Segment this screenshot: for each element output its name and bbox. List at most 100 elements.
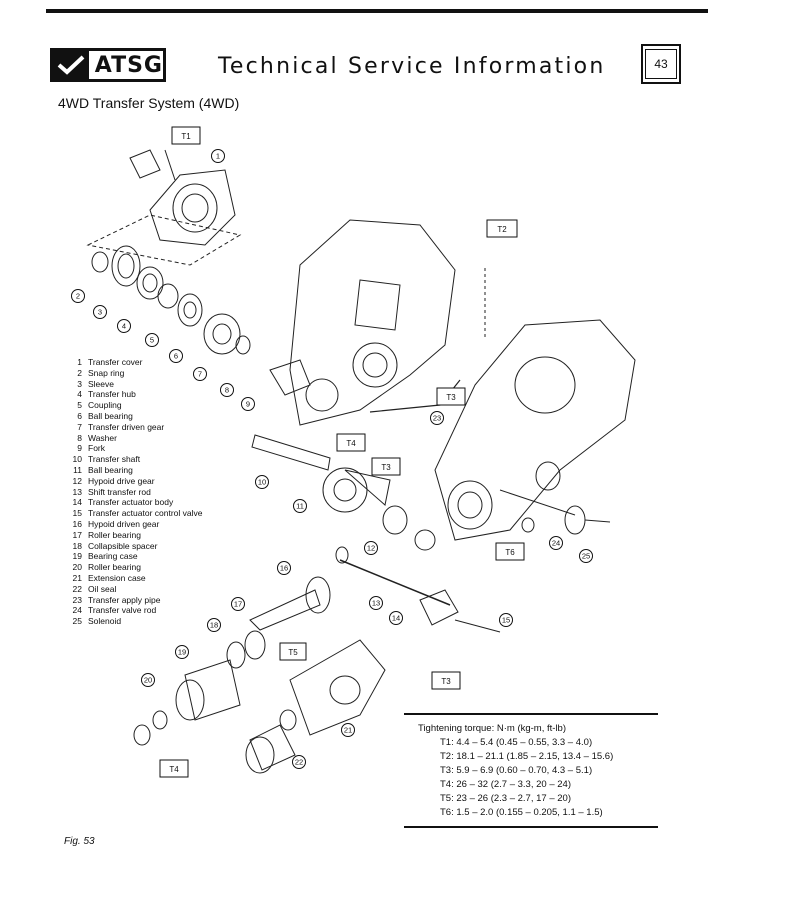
part-number-circle bbox=[292, 755, 306, 769]
part-number-circle bbox=[207, 618, 221, 632]
legend-name: Transfer actuator control valve bbox=[88, 508, 203, 519]
part-number-circle bbox=[364, 541, 378, 555]
part-number-label: 24 bbox=[552, 539, 560, 548]
part-number-circle bbox=[369, 596, 383, 610]
legend-number: 1 bbox=[77, 357, 82, 367]
part-number-circle bbox=[117, 319, 131, 333]
legend-number: 2 bbox=[77, 367, 82, 378]
part-number-label: 13 bbox=[372, 599, 380, 608]
legend-number: 21 bbox=[72, 572, 82, 583]
legend-number: 14 bbox=[72, 497, 82, 508]
part-number-label: 6 bbox=[174, 352, 178, 361]
legend-number: 16 bbox=[72, 518, 82, 529]
legend-name: Shift transfer rod bbox=[88, 486, 151, 497]
legend-number: 11 bbox=[73, 464, 82, 475]
legend-name: Transfer driven gear bbox=[88, 421, 165, 432]
page-number-box: 43 bbox=[641, 44, 681, 84]
part-number-label: 17 bbox=[234, 600, 242, 609]
legend-name: Transfer cover bbox=[88, 357, 143, 367]
legend-name: Extension case bbox=[88, 572, 146, 583]
part-number-label: 23 bbox=[433, 414, 441, 423]
page-number: 43 bbox=[645, 49, 677, 79]
legend-item: 1 Transfer cover bbox=[66, 357, 202, 368]
legend-name: Coupling bbox=[88, 400, 122, 411]
part-number-circle bbox=[341, 723, 355, 737]
figure-label: Fig. 53 bbox=[64, 836, 95, 847]
torque-heading: Tightening torque: N·m (kg-m, ft-lb) bbox=[418, 723, 566, 734]
part-number-label: 1 bbox=[216, 152, 220, 161]
right-housing-shape bbox=[434, 319, 636, 541]
callout-t4-center: T4 bbox=[346, 439, 356, 448]
callout-t3-lower: T3 bbox=[441, 677, 451, 686]
part-number-label: 10 bbox=[258, 478, 266, 487]
legend-name: Solenoid bbox=[88, 616, 122, 627]
part-number-label: 7 bbox=[198, 370, 202, 379]
callout-t5: T5 bbox=[288, 648, 298, 657]
callout-t4-lower: T4 bbox=[169, 765, 179, 774]
part-number-circle bbox=[71, 289, 85, 303]
part-number-circle bbox=[255, 475, 269, 489]
part-number-label: 18 bbox=[210, 621, 218, 630]
part-number-circle bbox=[293, 499, 307, 513]
legend-number: 25 bbox=[72, 616, 82, 627]
torque-row: T1: 4.4 – 5.4 (0.45 – 0.55, 3.3 – 4.0) bbox=[440, 737, 593, 748]
torque-row: T5: 23 – 26 (2.3 – 2.7, 17 – 20) bbox=[440, 793, 571, 804]
legend-item: 21 Extension case bbox=[66, 573, 202, 584]
legend-item: 8 Washer bbox=[66, 433, 202, 444]
part-number-circle bbox=[175, 645, 189, 659]
legend-name: Oil seal bbox=[88, 583, 117, 594]
part-number-circle bbox=[241, 397, 255, 411]
atsg-logo: ATSG bbox=[50, 48, 166, 82]
part-number-label: 15 bbox=[502, 616, 510, 625]
legend-item: 5 Coupling bbox=[66, 400, 202, 411]
legend-name: Fork bbox=[88, 443, 105, 454]
legend-number: 22 bbox=[72, 583, 82, 594]
checkmark-icon bbox=[53, 51, 89, 79]
part-number-label: 21 bbox=[344, 726, 352, 735]
legend-name: Transfer hub bbox=[88, 389, 136, 400]
part-number-circle bbox=[430, 411, 444, 425]
part-number-label: 8 bbox=[225, 386, 229, 395]
part-number-circle bbox=[141, 673, 155, 687]
legend-name: Ball bearing bbox=[88, 464, 133, 475]
transfer-cover-shape bbox=[149, 169, 236, 246]
legend-name: Snap ring bbox=[88, 367, 125, 378]
part-number-label: 12 bbox=[367, 544, 375, 553]
legend-number: 23 bbox=[72, 594, 82, 605]
legend-number: 6 bbox=[77, 410, 82, 421]
legend-number: 9 bbox=[77, 443, 82, 454]
legend-name: Roller bearing bbox=[88, 562, 141, 573]
legend-item: 2 Snap ring bbox=[66, 368, 202, 379]
legend-number: 24 bbox=[72, 605, 82, 616]
legend-item: 13 Shift transfer rod bbox=[66, 487, 202, 498]
part-number-label: 3 bbox=[98, 308, 102, 317]
legend-number: 7 bbox=[77, 421, 82, 432]
part-number-label: 5 bbox=[150, 336, 154, 345]
legend-name: Transfer valve rod bbox=[88, 605, 157, 616]
legend-number: 13 bbox=[72, 486, 82, 497]
legend-number: 20 bbox=[72, 562, 82, 573]
top-rule bbox=[46, 9, 708, 13]
part-number-label: 20 bbox=[144, 676, 152, 685]
part-number-label: 25 bbox=[582, 552, 590, 561]
torque-row: T6: 1.5 – 2.0 (0.155 – 0.205, 1.1 – 1.5) bbox=[440, 807, 603, 818]
legend-number: 5 bbox=[77, 400, 82, 411]
part-number-circle bbox=[193, 367, 207, 381]
legend-name: Bearing case bbox=[88, 551, 138, 562]
legend-name: Washer bbox=[88, 432, 117, 443]
section-title: 4WD Transfer System (4WD) bbox=[58, 95, 240, 111]
part-number-label: 4 bbox=[122, 322, 126, 331]
legend-number: 8 bbox=[77, 432, 82, 443]
part-number-label: 19 bbox=[178, 648, 186, 657]
legend-item: 7 Transfer driven gear bbox=[66, 422, 202, 433]
part-number-label: 9 bbox=[246, 400, 250, 409]
part-number-label: 16 bbox=[280, 564, 288, 573]
